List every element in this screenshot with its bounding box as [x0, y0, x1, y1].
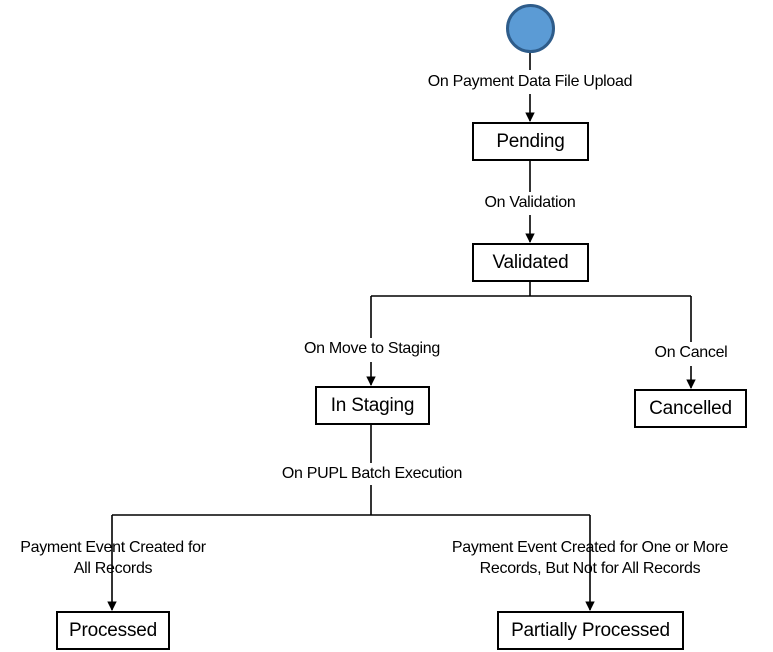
edge-label-payment-event-created-partial-records: Payment Event Created for One or More Re… [430, 537, 750, 579]
edge-label-on-cancel: On Cancel [654, 344, 728, 361]
state-node-in-staging[interactable]: In Staging [315, 386, 430, 425]
state-node-validated[interactable]: Validated [472, 243, 589, 282]
edge-label-line-1: Payment Event Created for [20, 539, 206, 556]
edge-label-payment-event-created-all-records: Payment Event Created for All Records [3, 537, 223, 579]
edge-label-line-1: Payment Event Created for One or More [451, 539, 729, 556]
state-node-partially-processed[interactable]: Partially Processed [497, 611, 684, 650]
state-node-processed[interactable]: Processed [56, 611, 170, 650]
edge-label-on-validation: On Validation [484, 194, 576, 211]
state-node-cancelled[interactable]: Cancelled [634, 389, 747, 428]
start-node-circle[interactable] [506, 4, 555, 53]
edge-label-on-pupl-batch-execution: On PUPL Batch Execution [281, 465, 463, 482]
edge-label-on-move-to-staging: On Move to Staging [303, 340, 440, 357]
edge-label-line-2: Records, But Not for All Records [479, 560, 701, 577]
edge-label-line-2: All Records [73, 560, 153, 577]
edge-label-on-payment-data-file-upload: On Payment Data File Upload [427, 73, 633, 90]
state-node-pending[interactable]: Pending [472, 122, 589, 161]
